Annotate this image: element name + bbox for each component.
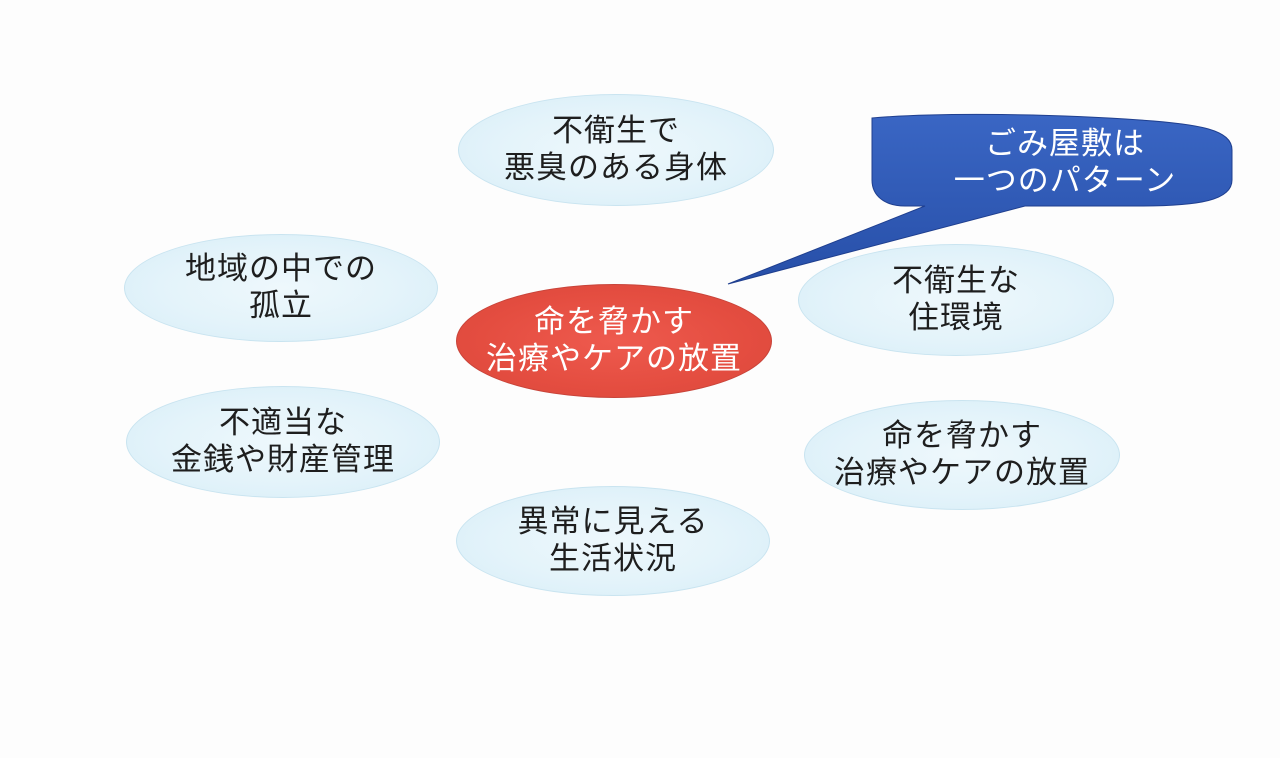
node-lower-right: 命を脅かす 治療やケアの放置 xyxy=(804,400,1120,510)
node-center-line1: 命を脅かす xyxy=(534,304,694,340)
node-upper-right-line2: 住環境 xyxy=(908,300,1004,336)
node-lower-right-line2: 治療やケアの放置 xyxy=(834,455,1090,491)
node-lower-left: 不適当な 金銭や財産管理 xyxy=(126,386,440,498)
callout-line2: 一つのパターン xyxy=(953,163,1177,199)
node-bottom-line1: 異常に見える xyxy=(517,504,709,540)
node-lower-left-line2: 金銭や財産管理 xyxy=(171,442,395,478)
node-top-line1: 不衛生で xyxy=(552,113,680,149)
node-top: 不衛生で 悪臭のある身体 xyxy=(458,94,774,206)
callout-line1: ごみ屋敷は xyxy=(985,126,1145,162)
node-lower-left-line1: 不適当な xyxy=(219,405,347,441)
node-upper-left-line2: 孤立 xyxy=(249,288,313,324)
node-upper-left-line1: 地域の中での xyxy=(185,251,377,287)
callout-label: ごみ屋敷は 一つのパターン xyxy=(905,126,1225,200)
node-top-line2: 悪臭のある身体 xyxy=(504,150,728,186)
node-upper-right-line1: 不衛生な xyxy=(892,263,1020,299)
node-upper-left: 地域の中での 孤立 xyxy=(124,234,438,342)
node-center-line2: 治療やケアの放置 xyxy=(486,341,742,377)
node-center: 命を脅かす 治療やケアの放置 xyxy=(456,284,772,398)
node-bottom: 異常に見える 生活状況 xyxy=(456,486,770,596)
node-bottom-line2: 生活状況 xyxy=(549,541,677,577)
node-upper-right: 不衛生な 住環境 xyxy=(798,244,1114,356)
callout-bubble xyxy=(727,113,1233,285)
node-lower-right-line1: 命を脅かす xyxy=(882,418,1042,454)
